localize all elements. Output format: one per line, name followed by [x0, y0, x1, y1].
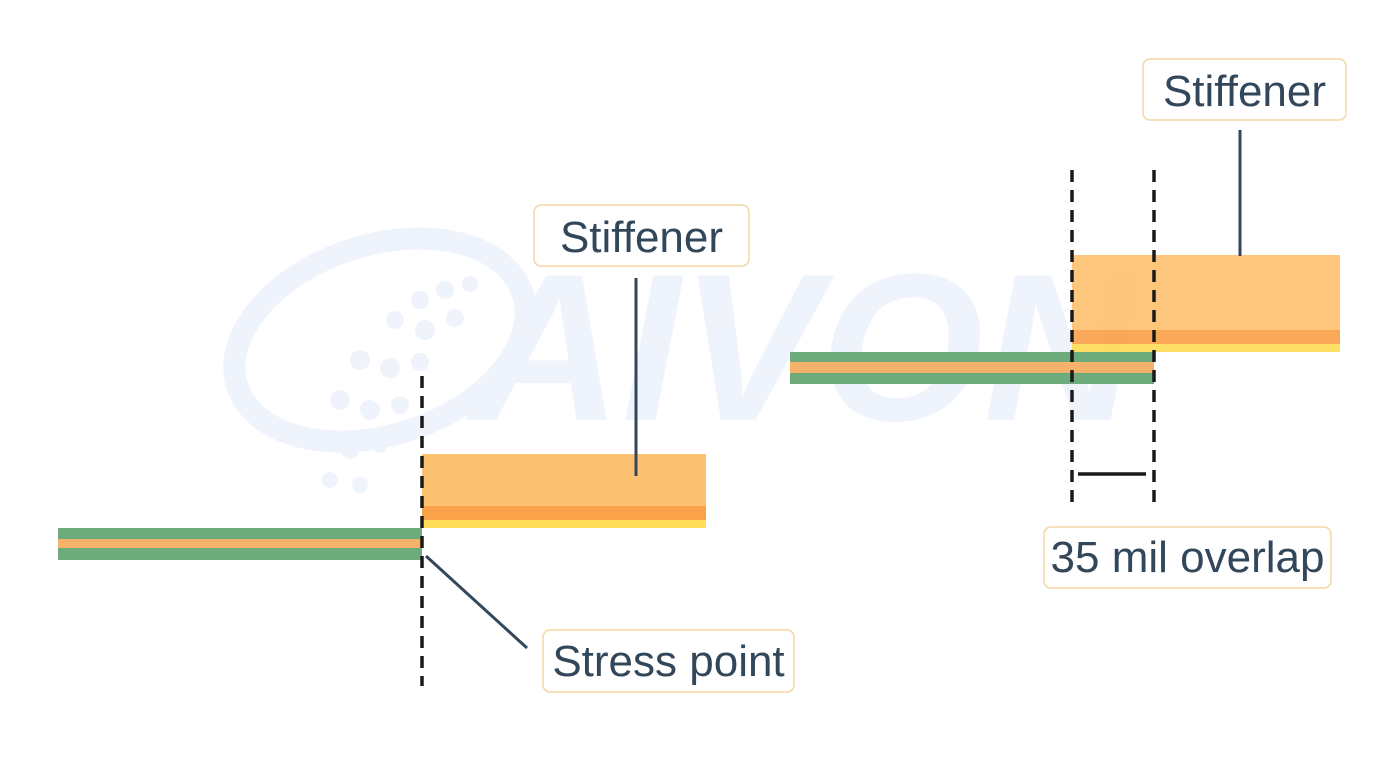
overlap-label: 35 mil overlap	[1051, 533, 1325, 582]
left-stiffener	[422, 454, 706, 528]
left-flex-circuit	[58, 528, 422, 560]
overlap-callout-box	[1043, 526, 1332, 589]
watermark-globe-icon	[223, 227, 537, 493]
right-flex-bottom-layer	[790, 373, 1154, 384]
right-stiffener-label: Stiffener	[1163, 67, 1326, 116]
left-stiffener-adhesive	[422, 506, 706, 520]
right-diagram: Stiffener 35 mil overlap	[790, 58, 1347, 589]
left-stiffener-base	[422, 520, 706, 528]
stress-point-callout: Stress point	[424, 554, 795, 693]
left-stiffener-body	[422, 454, 706, 506]
right-flex-top-layer	[790, 352, 1154, 362]
stress-point-leader-line	[424, 554, 529, 650]
stress-point-callout-box	[542, 629, 795, 693]
overlap-callout: 35 mil overlap	[1043, 526, 1332, 589]
watermark-logo: AIVON	[223, 227, 1139, 493]
right-stiffener-base	[1072, 344, 1340, 352]
stress-point-label: Stress point	[552, 637, 784, 686]
left-flex-core-layer	[58, 539, 422, 548]
left-stiffener-label: Stiffener	[560, 213, 723, 262]
left-diagram: Stiffener Stress point	[58, 204, 795, 693]
left-flex-top-layer	[58, 528, 422, 539]
right-stiffener-callout: Stiffener	[1142, 58, 1347, 256]
watermark-logo-text: AIVON	[465, 230, 1139, 465]
right-stiffener-callout-box	[1142, 58, 1347, 121]
right-stiffener-adhesive	[1072, 330, 1340, 344]
right-stiffener	[1072, 255, 1340, 352]
left-stiffener-callout: Stiffener	[533, 204, 750, 476]
left-flex-bottom-layer	[58, 548, 422, 560]
left-stiffener-callout-box	[533, 204, 750, 267]
right-flex-core-layer	[790, 362, 1154, 373]
right-flex-circuit	[790, 352, 1154, 384]
right-stiffener-body	[1072, 255, 1340, 330]
